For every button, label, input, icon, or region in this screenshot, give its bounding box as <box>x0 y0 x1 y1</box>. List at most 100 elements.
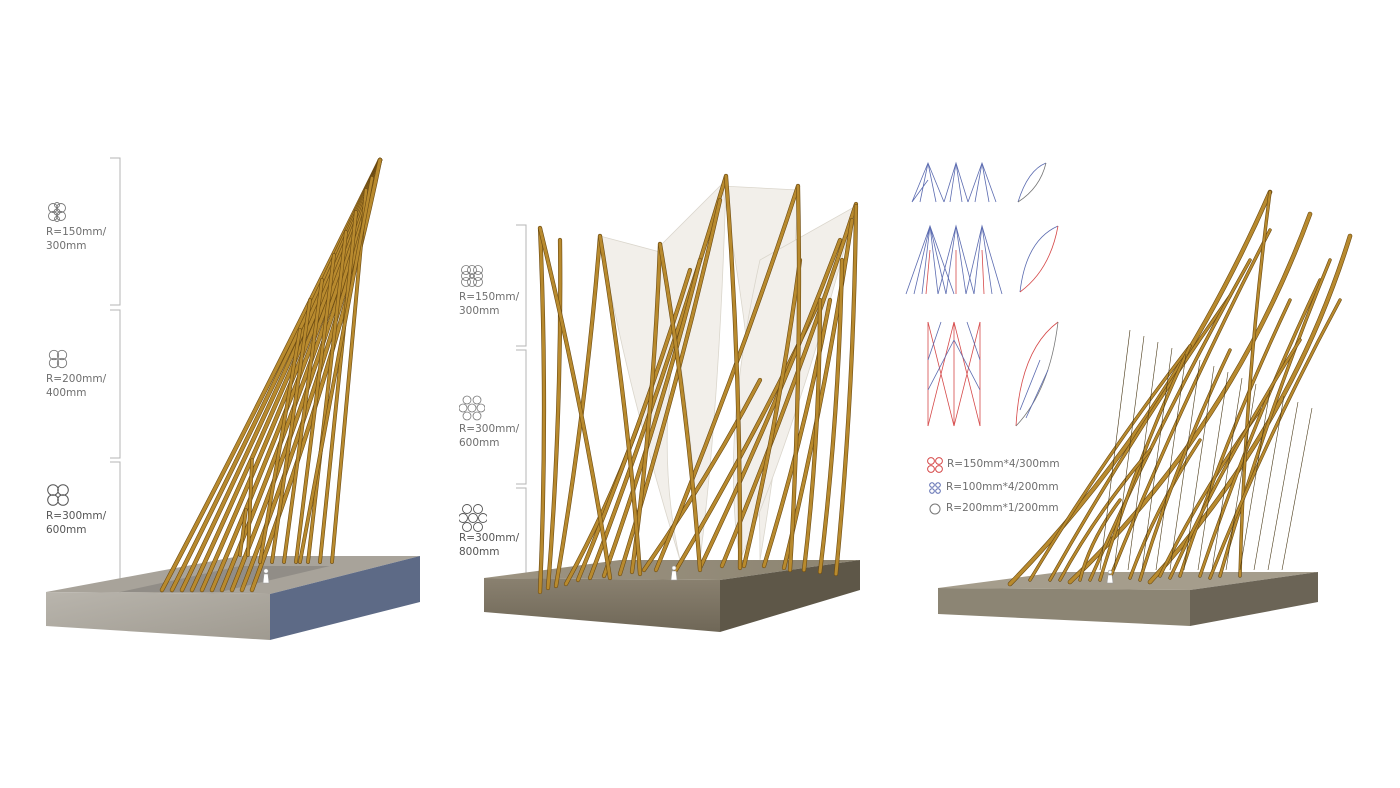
truss-diagram-row-2 <box>905 224 1059 295</box>
truss-diagram-row-1 <box>911 161 1047 203</box>
right-brace <box>1128 438 1202 580</box>
right-cable <box>1155 353 1187 571</box>
left-panel <box>46 157 420 640</box>
right-brace <box>1168 338 1302 580</box>
right-brace <box>1088 258 1252 582</box>
right-brace <box>1198 278 1322 578</box>
left-section-icon-bottom <box>46 483 70 507</box>
left-label-bottom: R=300mm/ 600mm <box>46 509 106 537</box>
right-cable <box>1141 347 1173 571</box>
right-cable <box>1169 359 1201 571</box>
right-rib-shadow <box>1067 211 1313 585</box>
middle-pole <box>658 242 702 572</box>
middle-label-bottom-line2: 800mm <box>459 546 500 558</box>
middle-pole <box>642 378 762 572</box>
left-tie-pole <box>282 278 324 564</box>
right-panel <box>905 161 1353 626</box>
right-brace <box>1048 294 1232 582</box>
middle-pole <box>538 226 612 580</box>
legend-icon-r100 <box>929 482 941 494</box>
left-person <box>262 568 270 584</box>
middle-label-middle-line2: 600mm <box>459 437 500 449</box>
right-cable <box>1225 383 1257 571</box>
right-cable <box>1197 371 1229 571</box>
left-main-pole <box>190 158 382 592</box>
right-brace <box>1208 298 1342 580</box>
middle-section-icon-middle <box>458 395 486 421</box>
middle-label-top-line1: R=150mm/ <box>459 291 520 303</box>
right-brace <box>1178 298 1292 578</box>
legend-item-r150: R=150mm*4/300mm <box>947 458 1060 470</box>
middle-pole <box>654 184 800 572</box>
left-tie-pole <box>330 188 368 564</box>
left-base <box>46 556 420 640</box>
middle-pole <box>538 226 546 594</box>
left-tie-pole <box>270 298 312 564</box>
right-brace <box>1108 228 1272 580</box>
middle-pole <box>742 258 802 568</box>
middle-label-top: R=150mm/ 300mm <box>459 290 519 318</box>
left-label-middle: R=200mm/ 400mm <box>46 372 106 400</box>
right-brace <box>1238 190 1272 578</box>
legend-icon-r150 <box>927 457 943 473</box>
truss-diagram-row-3 <box>927 321 1059 427</box>
left-section-icon-top <box>46 201 68 223</box>
right-cable <box>1211 377 1243 571</box>
middle-section-icon-bottom <box>458 504 488 532</box>
middle-label-middle-line1: R=300mm/ <box>459 423 520 435</box>
middle-label-bottom: R=300mm/ 800mm <box>459 531 519 559</box>
right-base <box>938 572 1318 626</box>
right-cable <box>1267 401 1299 571</box>
left-label-bottom-line1: R=300mm/ <box>46 510 107 522</box>
middle-person <box>670 565 678 581</box>
left-tie-pole <box>238 508 248 557</box>
right-cable <box>1113 335 1145 571</box>
right-brace <box>1078 498 1122 582</box>
right-cable <box>1281 407 1313 571</box>
right-brace <box>1138 348 1232 582</box>
legend-item-r200: R=200mm*1/200mm <box>946 502 1059 514</box>
middle-pole <box>602 258 702 578</box>
middle-pole <box>788 184 801 572</box>
left-section-icon-middle <box>47 348 69 370</box>
middle-section-icon-top <box>459 263 485 289</box>
left-bracket <box>110 157 121 601</box>
left-tie-pole <box>258 328 302 564</box>
middle-bamboo-structure <box>537 173 859 595</box>
left-tie-pole <box>294 253 336 564</box>
middle-pole <box>802 298 822 572</box>
middle-pole <box>698 238 842 570</box>
right-brace <box>1218 258 1332 578</box>
middle-pole <box>724 174 742 570</box>
left-label-top: R=150mm/ 300mm <box>46 225 106 253</box>
right-person <box>1106 569 1114 584</box>
left-label-bottom-line2: 600mm <box>46 524 87 536</box>
right-cable <box>1183 365 1215 571</box>
right-cable <box>1127 341 1159 571</box>
right-cable <box>1239 389 1271 571</box>
middle-pole <box>834 204 858 576</box>
left-label-top-line1: R=150mm/ <box>46 226 107 238</box>
right-brace <box>1028 344 1192 582</box>
right-brace <box>1058 448 1152 582</box>
legend-icon-r200 <box>929 503 941 515</box>
middle-bracket <box>516 224 527 576</box>
legend-item-r100: R=100mm*4/200mm <box>946 481 1059 493</box>
right-cable <box>1253 395 1285 571</box>
middle-pole <box>762 298 832 568</box>
left-label-middle-line1: R=200mm/ <box>46 373 107 385</box>
left-label-top-line2: 300mm <box>46 240 87 252</box>
middle-label-top-line2: 300mm <box>459 305 500 317</box>
left-tie-pole <box>246 458 254 557</box>
middle-pole <box>576 268 692 582</box>
middle-label-bottom-line1: R=300mm/ <box>459 532 520 544</box>
middle-pole <box>588 174 728 580</box>
right-rib <box>1068 212 1312 584</box>
middle-pole <box>598 234 642 576</box>
middle-panel <box>484 173 860 632</box>
middle-label-middle: R=300mm/ 600mm <box>459 422 519 450</box>
left-label-middle-line2: 400mm <box>46 387 87 399</box>
middle-pole <box>818 258 844 574</box>
left-tie-pole <box>306 230 348 564</box>
